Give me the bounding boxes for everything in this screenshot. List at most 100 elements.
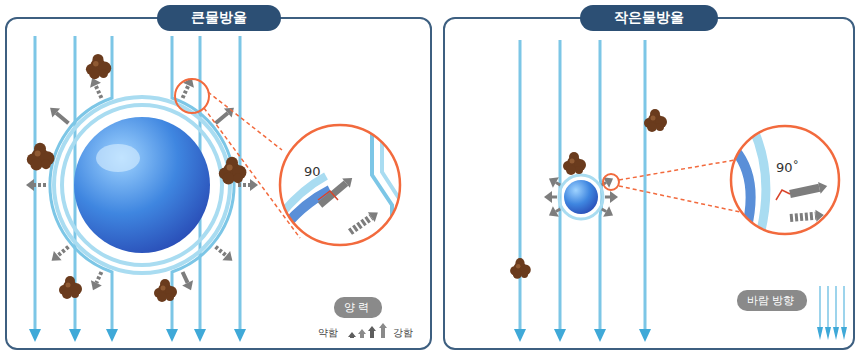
angle-label: 90 xyxy=(304,164,321,179)
lift-arrowhead xyxy=(368,212,378,222)
dust-particle xyxy=(222,172,234,184)
lift-arrow xyxy=(96,85,102,98)
legend-heading: 바람 방향 xyxy=(737,290,807,311)
lift-arrowhead xyxy=(342,178,352,188)
drop-edge xyxy=(735,150,751,235)
zoom-circle xyxy=(280,125,400,245)
zoom-circle xyxy=(731,126,839,234)
legend-lift-icon xyxy=(379,323,387,338)
lift-arrowhead xyxy=(224,108,234,118)
drop-highlight xyxy=(96,144,140,172)
zoom-detail xyxy=(730,125,840,235)
lift-arrow xyxy=(350,217,371,232)
dust-particle xyxy=(62,289,72,299)
wind-arrowhead xyxy=(594,329,606,342)
dust-particle xyxy=(41,160,51,170)
lift-arrowhead xyxy=(549,177,559,187)
lift-arrow xyxy=(183,272,188,283)
zoom-ground xyxy=(730,125,840,235)
lift-arrowhead xyxy=(182,280,193,290)
dust-highlight xyxy=(651,116,656,121)
lift-arrowhead xyxy=(610,191,618,203)
wind-arrowhead xyxy=(194,329,206,342)
wind-line xyxy=(843,286,845,330)
lift-arrow xyxy=(790,188,819,194)
small-drop-scene xyxy=(510,40,847,342)
legend-lift-icon xyxy=(348,332,356,338)
wind-line xyxy=(382,123,400,200)
lift-arrowhead xyxy=(26,179,34,191)
dust-particle xyxy=(656,123,664,131)
zoom-ground xyxy=(278,123,402,247)
lift-arrowhead xyxy=(250,179,258,191)
dust-particle xyxy=(513,270,522,279)
legend-lift-icon xyxy=(358,329,366,338)
large-drop-scene xyxy=(26,36,402,342)
wind-arrowhead xyxy=(817,327,823,340)
wind-line xyxy=(835,286,837,330)
dust-particle xyxy=(575,166,583,174)
panel-title: 큰물방울 xyxy=(157,5,281,31)
dust-highlight xyxy=(570,159,575,164)
dust-highlight xyxy=(227,165,233,171)
dust-particle xyxy=(30,158,42,170)
airflow-ring xyxy=(62,105,222,265)
small-water-drop xyxy=(564,180,598,214)
airflow-ring xyxy=(54,97,230,273)
lift-arrowhead xyxy=(222,251,232,261)
dust-particle xyxy=(566,165,576,175)
lift-arrow xyxy=(238,183,250,187)
large-water-drop xyxy=(74,117,210,253)
wind-arrowhead xyxy=(514,329,526,342)
legend-lift-icon xyxy=(368,326,376,338)
dust-highlight xyxy=(93,61,99,67)
zoom-marker xyxy=(175,79,209,113)
lift-arrow xyxy=(183,85,189,98)
dust-particle xyxy=(157,292,167,302)
lift-arrowhead xyxy=(90,78,101,88)
dust-particle xyxy=(166,293,174,301)
lift-arrow xyxy=(58,247,69,256)
lift-arrow xyxy=(556,183,560,186)
angle-mark xyxy=(776,190,790,200)
wind-line xyxy=(819,286,821,330)
angle-mark xyxy=(318,191,338,200)
lift-arrow xyxy=(556,209,560,212)
lift-arrow xyxy=(56,113,68,123)
wind-arrowhead xyxy=(234,329,246,342)
lift-arrow xyxy=(216,247,227,256)
wind-line xyxy=(519,40,522,332)
lift-arrowhead xyxy=(549,206,559,216)
wind-arrowhead xyxy=(29,329,41,342)
lift-arrowhead xyxy=(603,206,613,216)
zoom-marker xyxy=(603,174,619,190)
angle-label: 90˚ xyxy=(776,160,799,175)
zoom-guide xyxy=(619,160,740,212)
dust-particle xyxy=(99,69,108,78)
scale-label: 강함 xyxy=(393,326,413,340)
dust-highlight xyxy=(516,264,521,269)
airflow-ring xyxy=(559,175,603,219)
wind-arrowhead xyxy=(639,329,651,342)
dust-particle xyxy=(521,271,528,278)
panel-box: 작은물방울바람 방향 xyxy=(443,17,855,350)
wind-arrowhead xyxy=(825,327,831,340)
panel-box: 큰물방울양 력 xyxy=(5,17,432,350)
dust-highlight xyxy=(161,286,166,291)
legend-heading: 양 력 xyxy=(334,297,382,318)
dust-particle xyxy=(89,68,100,79)
lift-arrowhead xyxy=(50,108,60,118)
lift-arrow xyxy=(34,183,46,187)
lift-arrow xyxy=(216,113,228,123)
lift-arrowhead xyxy=(91,280,102,290)
lift-arrow xyxy=(602,209,606,212)
wind-arrowhead xyxy=(554,329,566,342)
wind-arrowhead xyxy=(166,329,178,342)
dust-particle xyxy=(233,174,243,184)
wind-line xyxy=(644,40,647,332)
wind-arrowhead xyxy=(841,327,847,340)
legend-pill: 바람 방향 xyxy=(737,290,807,311)
